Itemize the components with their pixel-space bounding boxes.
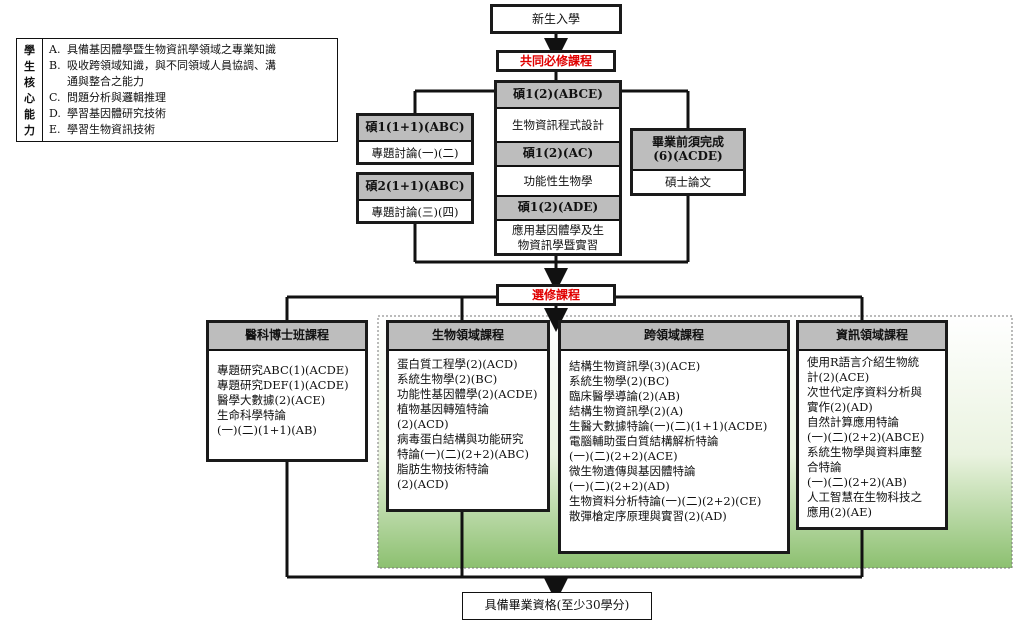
course-list: 結構生物資訊學(3)(ACE) 系統生物學(2)(BC) 臨床醫學導論(2)(A… [561,351,787,524]
course-item: 計(2)(ACE) [807,370,870,384]
course-block-header: 跨領域課程 [561,323,787,351]
course-item: 植物基因轉殖特論 [397,402,489,416]
course-item: (一)(二)(2+2)(AD) [569,479,670,493]
course-item: 病毒蛋白結構與功能研究 [397,432,524,446]
course-item: 臨床醫學導論(2)(AB) [569,389,681,403]
course-name: 功能性生物學 [497,167,619,197]
legend-item: 通與整合之能力 [67,75,144,88]
elective-column-biology: 生物領域課程 蛋白質工程學(2)(ACD) 系統生物學(2)(BC) 功能性基因… [386,320,550,512]
course-item: 自然計算應用特論 [807,415,899,429]
elective-column-interdisciplinary: 跨領域課程 結構生物資訊學(3)(ACE) 系統生物學(2)(BC) 臨床醫學導… [558,320,790,554]
course-block-header: 碩1(2)(AC) [497,143,619,167]
course-name: 生物資訊程式設計 [497,109,619,143]
course-item: (一)(二)(1+1)(AB) [217,423,317,437]
legend-side-char: 生 [24,60,35,73]
required-seminar-3-4: 碩2(1+1)(ABC) 專題討論(三)(四) [356,172,474,224]
course-block-header: 碩2(1+1)(ABC) [359,175,471,201]
elective-column-md-phd: 醫科博士班課程 專題研究ABC(1)(ACDE) 專題研究DEF(1)(ACDE… [206,320,368,462]
legend-item: B.吸收跨領域知識，與不同領域人員協調、溝 [49,59,276,72]
required-seminar-1-2: 碩1(1+1)(ABC) 專題討論(一)(二) [356,113,474,165]
graduation-node: 具備畢業資格(至少30學分) [462,592,652,620]
course-item: 人工智慧在生物科技之 [807,490,922,504]
course-list: 使用R語言介紹生物統 計(2)(ACE) 次世代定序資料分析與 實作(2)(AD… [799,351,945,520]
elective-column-informatics: 資訊領域課程 使用R語言介紹生物統 計(2)(ACE) 次世代定序資料分析與 實… [796,320,948,530]
course-item: (一)(二)(2+2)(ABCE) [807,430,925,444]
entry-node: 新生入學 [490,4,622,34]
course-item: 功能性基因體學(2)(ACDE) [397,387,538,401]
course-block-header: 碩1(1+1)(ABC) [359,116,471,142]
legend-item: A.具備基因體學暨生物資訊學領域之專業知識 [49,43,276,56]
course-item: 微生物遺傳與基因體特論 [569,464,696,478]
legend-item: C.問題分析與邏輯推理 [49,91,166,104]
course-item: 生物資料分析特論(一)(二)(2+2)(CE) [569,494,762,508]
course-list: 專題研究ABC(1)(ACDE) 專題研究DEF(1)(ACDE) 醫學大數據(… [209,351,365,438]
course-item: (一)(二)(2+2)(ACE) [569,449,678,463]
course-item: 蛋白質工程學(2)(ACD) [397,357,518,371]
course-item: 生命科學特論 [217,408,286,422]
course-item: 使用R語言介紹生物統 [807,355,920,369]
course-block-header: 畢業前須完成 (6)(ACDE) [633,131,743,171]
course-list: 蛋白質工程學(2)(ACD) 系統生物學(2)(BC) 功能性基因體學(2)(A… [389,351,547,492]
course-name: 應用基因體學及生 物資訊學暨實習 [512,223,604,252]
required-courses-label: 共同必修課程 [496,50,616,72]
legend-side-title: 學 生 核 心 能 力 [17,39,43,141]
course-item: 生醫大數據特論(一)(二)(1+1)(ACDE) [569,419,768,433]
course-item: 系統生物學(2)(BC) [569,374,670,388]
course-name: 專題討論(三)(四) [371,205,459,219]
legend-side-char: 學 [24,44,35,57]
course-item: 次世代定序資料分析與 [807,385,922,399]
core-competency-legend: 學 生 核 心 能 力 A.具備基因體學暨生物資訊學領域之專業知識 B.吸收跨領… [16,38,338,142]
course-item: 應用(2)(AE) [807,505,872,519]
required-middle-column: 碩1(2)(ABCE) 生物資訊程式設計 碩1(2)(AC) 功能性生物學 碩1… [494,80,622,256]
course-name: 專題討論(一)(二) [371,146,459,160]
course-item: 專題研究DEF(1)(ACDE) [217,378,349,392]
legend-item: D.學習基因體研究技術 [49,107,166,120]
course-item: 實作(2)(AD) [807,400,873,414]
required-thesis: 畢業前須完成 (6)(ACDE) 碩士論文 [630,128,746,196]
course-block-header: 生物領域課程 [389,323,547,351]
course-item: 結構生物資訊學(3)(ACE) [569,359,701,373]
course-item: 結構生物資訊學(2)(A) [569,404,684,418]
course-item: 特論(一)(二)(2+2)(ABC) [397,447,529,461]
course-block-header: 碩1(2)(ABCE) [497,83,619,109]
course-block-header: 碩1(2)(ADE) [497,197,619,221]
course-block-header: 醫科博士班課程 [209,323,365,351]
course-item: 散彈槍定序原理與實習(2)(AD) [569,509,727,523]
course-item: (2)(ACD) [397,477,449,491]
course-name: 碩士論文 [665,175,711,189]
legend-side-char: 力 [24,124,35,137]
course-item: (一)(二)(2+2)(AB) [807,475,907,489]
course-item: 醫學大數據(2)(ACE) [217,393,326,407]
legend-side-char: 心 [24,92,35,105]
course-item: 專題研究ABC(1)(ACDE) [217,363,349,377]
course-block-header: 資訊領域課程 [799,323,945,351]
legend-item: E.學習生物資訊技術 [49,123,155,136]
course-item: 電腦輔助蛋白質結構解析特論 [569,434,719,448]
course-item: 脂肪生物技術特論 [397,462,489,476]
legend-side-char: 能 [24,108,35,121]
course-item: 合特論 [807,460,842,474]
course-item: 系統生物學與資料庫整 [807,445,922,459]
legend-items: A.具備基因體學暨生物資訊學領域之專業知識 B.吸收跨領域知識，與不同領域人員協… [49,42,276,138]
course-item: (2)(ACD) [397,417,449,431]
course-item: 系統生物學(2)(BC) [397,372,498,386]
elective-courses-label: 選修課程 [496,284,616,306]
legend-side-char: 核 [24,76,35,89]
